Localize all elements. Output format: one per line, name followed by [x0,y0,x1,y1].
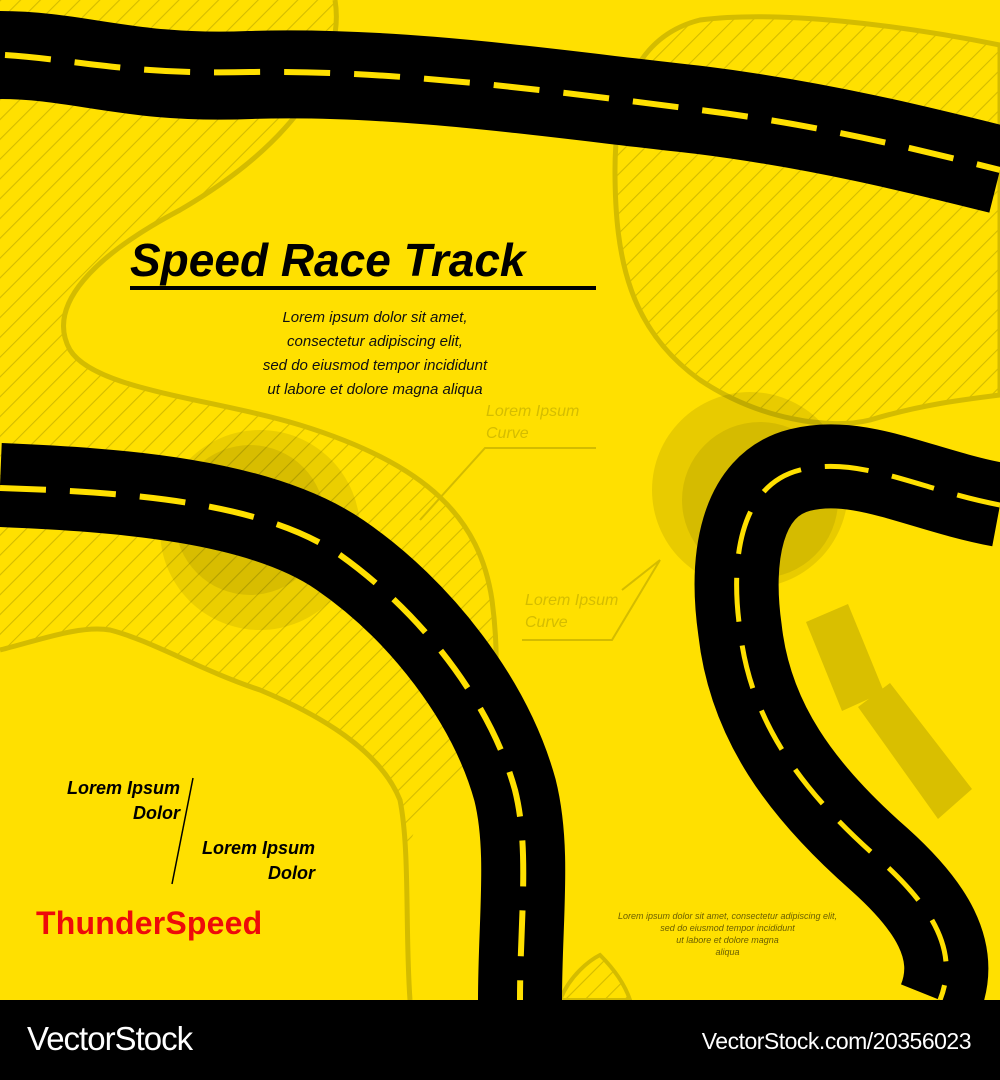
curve-label-1: Lorem Ipsum Curve [486,401,579,445]
curve-label-line: Curve [525,614,568,631]
side-label-line: Dolor [268,863,315,883]
small-description: Lorem ipsum dolor sit amet, consectetur … [595,910,860,958]
small-text-line: Lorem ipsum dolor sit amet, consectetur … [617,911,838,921]
curve-label-line: Lorem Ipsum [486,403,580,420]
small-text-line: aliqua [715,947,740,957]
intro-line: sed do eiusmod tempor incididunt [262,357,488,374]
intro-text: Lorem ipsum dolor sit amet, consectetur … [200,306,550,402]
poster-canvas: Speed Race Track Lorem ipsum dolor sit a… [0,0,1000,1000]
side-label-line: Lorem Ipsum [201,838,315,858]
small-text-line: ut labore et dolore magna [676,935,779,945]
curve-label-2: Lorem Ipsum Curve [525,590,618,634]
curb-blocks [806,604,972,819]
curve-label-line: Curve [486,425,529,442]
small-text-line: sed do eiusmod tempor incididunt [660,923,795,933]
road-left [0,443,566,1000]
race-track-artwork [0,0,1000,1000]
hatch-region-bottom [557,952,633,1000]
side-label-line: Lorem Ipsum [66,778,180,798]
road-top [0,11,1000,213]
curve-leader-lines [419,447,661,641]
side-label-1: Lorem Ipsum Dolor [30,776,180,826]
image-url[interactable]: VectorStock.com/20356023 [701,1028,972,1054]
side-label-2: Lorem Ipsum Dolor [160,836,315,886]
label-divider [171,777,194,885]
watermark-footer: VectorStock VectorStock.com/20356023 [0,1000,1000,1080]
page-title: Speed Race Track [130,234,526,286]
title-underline [130,286,596,290]
intro-line: consectetur adipiscing elit, [287,333,463,350]
intro-line: ut labore et dolore magna aliqua [267,381,483,398]
curve-label-line: Lorem Ipsum [525,592,619,609]
side-label-line: Dolor [133,803,180,823]
road-right [694,424,1000,1000]
intro-line: Lorem ipsum dolor sit amet, [282,309,468,326]
vectorstock-logo[interactable]: VectorStock [27,1020,193,1057]
brand-name: ThunderSpeed [36,905,263,941]
